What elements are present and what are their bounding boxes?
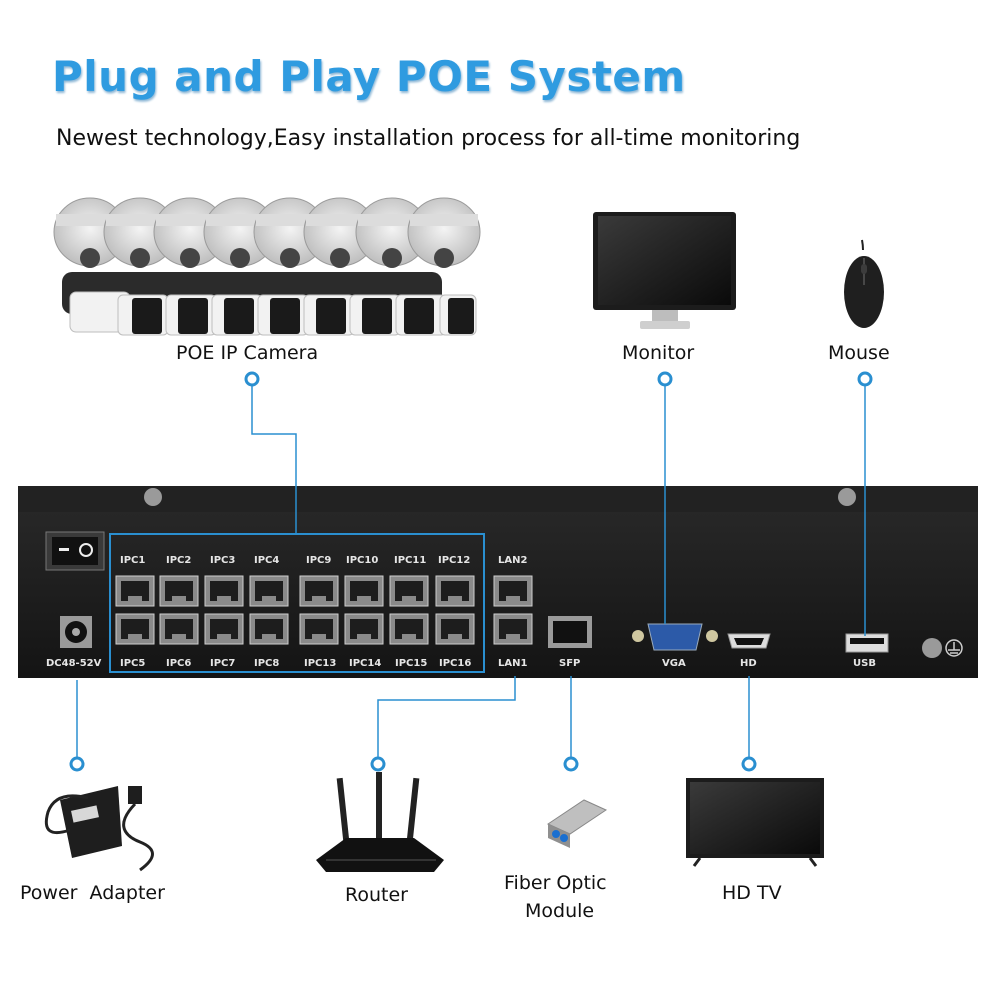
sfp-label: SFP	[559, 658, 580, 669]
port-label: IPC15	[395, 658, 427, 669]
port-label: IPC12	[438, 555, 470, 566]
port-label: IPC9	[306, 555, 331, 566]
monitor-image	[593, 212, 736, 329]
hdtv-label: HD TV	[722, 882, 782, 904]
monitor-label: Monitor	[622, 342, 695, 364]
fiber-label-line1: Fiber Optic	[504, 872, 607, 894]
port-label: IPC2	[166, 555, 191, 566]
power-adapter-label: Power Adapter	[20, 882, 165, 904]
port-label: IPC14	[349, 658, 381, 669]
usb-label: USB	[853, 658, 876, 669]
bullet-cameras	[62, 272, 477, 336]
port-label: IPC10	[346, 555, 378, 566]
mouse-label: Mouse	[828, 342, 890, 364]
lan1-label: LAN1	[498, 658, 527, 669]
dome-camera	[407, 197, 481, 268]
port-label: IPC3	[210, 555, 235, 566]
fiber-module-image	[546, 799, 608, 848]
port-label: IPC8	[254, 658, 279, 669]
port-label: IPC4	[254, 555, 279, 566]
port-label: IPC16	[439, 658, 471, 669]
lan2-label: LAN2	[498, 555, 527, 566]
port-label: IPC5	[120, 658, 145, 669]
screw-icon	[144, 488, 162, 506]
hd-label: HD	[740, 658, 757, 669]
port-label: IPC7	[210, 658, 235, 669]
power-adapter-image	[44, 786, 154, 872]
port-label: IPC13	[304, 658, 336, 669]
port-label: IPC1	[120, 555, 145, 566]
usb-port[interactable]	[845, 633, 889, 653]
sfp-port[interactable]	[548, 616, 592, 648]
page-title: Plug and Play POE System	[52, 52, 686, 101]
port-label: IPC6	[166, 658, 191, 669]
screw-icon	[838, 488, 856, 506]
poe-ip-cameras	[53, 197, 481, 336]
vga-port[interactable]	[632, 623, 718, 651]
dome-cameras	[53, 197, 481, 268]
connector-dots	[69, 371, 873, 772]
camera-label: POE IP Camera	[176, 342, 319, 364]
power-switch[interactable]	[45, 531, 105, 571]
poe-ports-frame	[109, 533, 485, 673]
dc-power-label: DC48-52V	[46, 658, 102, 669]
fiber-label-line2: Module	[525, 900, 595, 922]
hd-tv-image	[686, 778, 824, 867]
vga-label: VGA	[662, 658, 686, 669]
dc-power-jack[interactable]	[60, 616, 92, 648]
ground-terminal-icon	[922, 638, 963, 658]
hdmi-port[interactable]	[727, 633, 771, 649]
mouse-image	[844, 239, 884, 328]
nvr-recorder: IPC1 IPC2 IPC3 IPC4 IPC9 IPC10 IPC11 IPC…	[18, 486, 978, 678]
router-label: Router	[345, 884, 408, 906]
port-label: IPC11	[394, 555, 426, 566]
page-subtitle: Newest technology,Easy installation proc…	[56, 126, 801, 151]
router-image	[316, 772, 444, 872]
connector-lines	[76, 386, 866, 760]
